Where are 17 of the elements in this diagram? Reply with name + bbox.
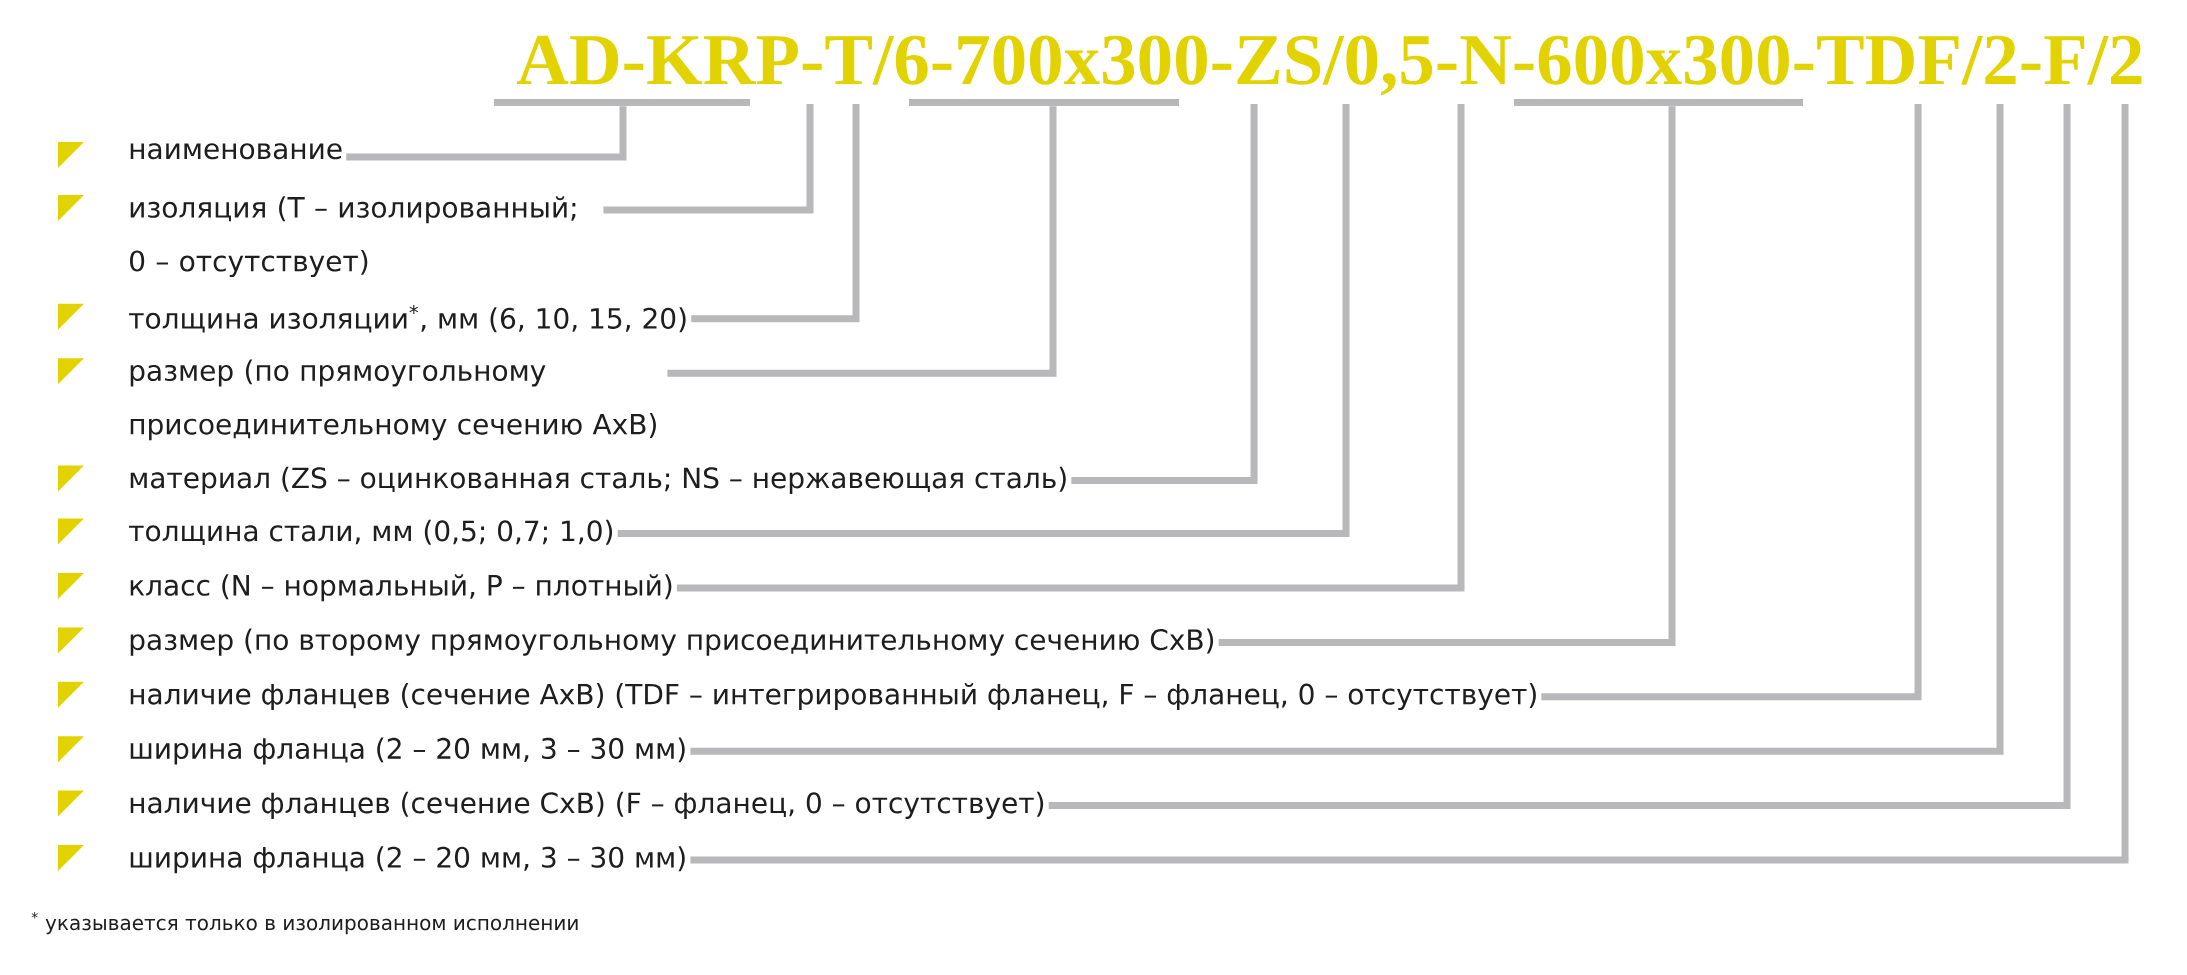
description-text: толщина изоляции$^{*}$, мм (6, 10, 15, 20) [129, 305, 686, 333]
description-text: ширина фланца (2 – 20 мм, 3 – 30 мм) [130, 846, 685, 874]
description-text: наличие фланцев (сечение CxB) (F – фланец, 0 – отсутствует) [130, 791, 1044, 819]
footnote: $^{*}$ указывается только в изолированном исполнении [31, 912, 578, 935]
description-text: размер (по второму прямоугольному присоединительному сечению CxB) [130, 628, 1214, 656]
underline-bar [494, 99, 750, 106]
description-text: толщина стали, мм (0,5; 0,7; 1,0) [129, 519, 613, 545]
description-text: изоляция (T – изолированный; 0 – отсутствует) [130, 196, 576, 277]
description-text: класс (N – нормальный, P – плотный) [130, 574, 672, 602]
underline-bar [1514, 99, 1804, 106]
description-text: наименование [130, 143, 342, 160]
description-text: материал (ZS – оцинкованная сталь; NS – нержавеющая сталь) [130, 466, 1066, 494]
underline-bar [909, 99, 1179, 106]
description-text: размер (по прямоугольному присоединительному сечению AxB) [130, 359, 656, 441]
description-text: наличие фланцев (сечение AxB) (TDF – интегрированный фланец, F – фланец, 0 – отсутствует) [130, 683, 1536, 711]
code-title: AD-KRP-T/6-700x300-ZS/0,5-N-600x300-TDF/2-F/2 [516, 35, 2142, 96]
description-text: ширина фланца (2 – 20 мм, 3 – 30 мм) [130, 737, 685, 765]
